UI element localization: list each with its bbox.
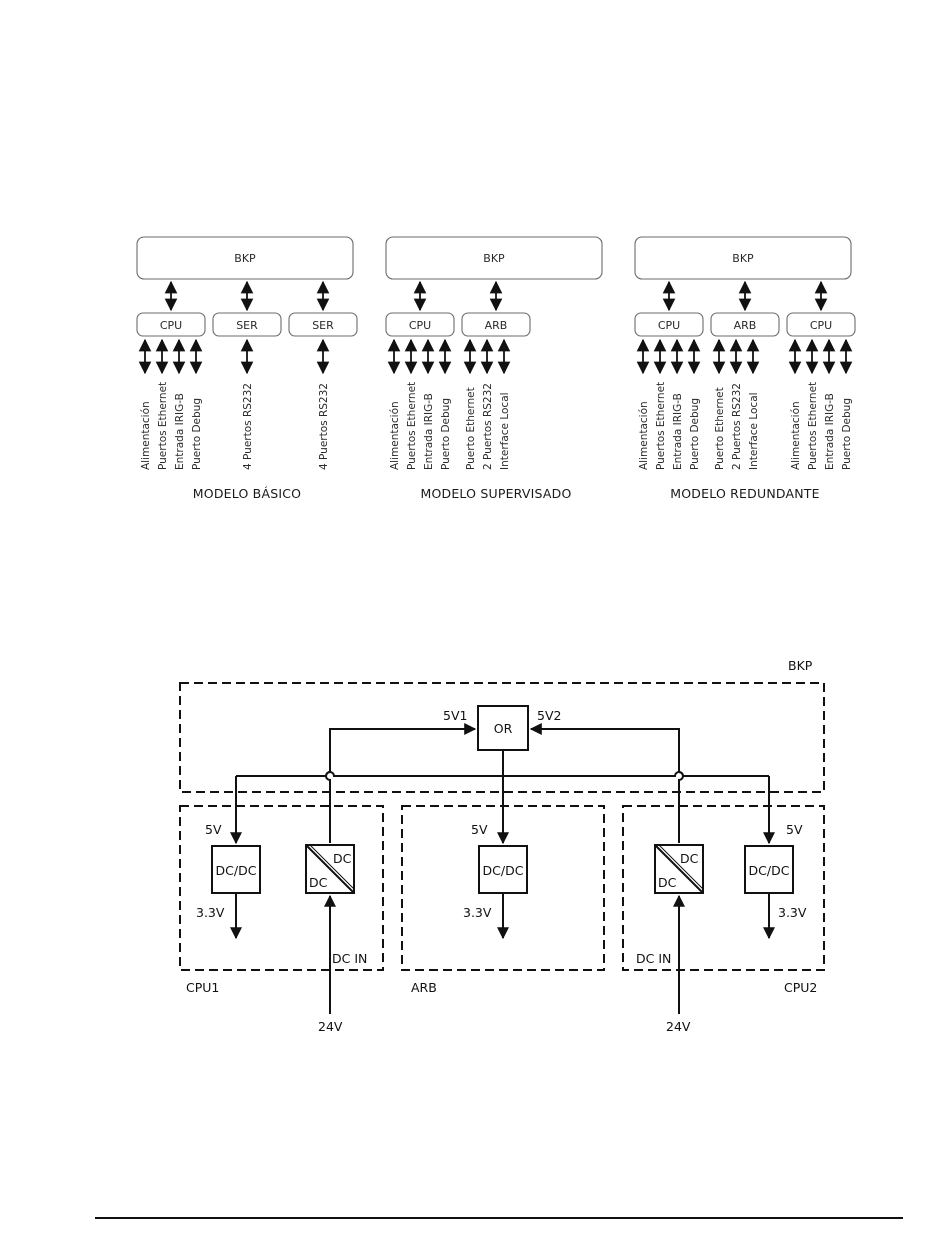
signal-label: Entrada IRIG-B	[174, 393, 186, 470]
cpu2-dcdc-converter	[744, 845, 794, 894]
module-box-ser	[288, 312, 358, 337]
module-box-cpu	[634, 312, 704, 337]
signal-label: Alimentación	[790, 401, 802, 470]
signal-label: Alimentación	[140, 401, 152, 470]
cpu2-dc-in-label: DC	[658, 875, 677, 890]
module-box-arb	[461, 312, 531, 337]
or-label: OR	[494, 721, 513, 736]
module-label: SER	[312, 319, 334, 332]
module-label: CPU	[658, 319, 680, 332]
or-box	[477, 705, 529, 751]
cpu1-dc-in-text: DC IN	[332, 951, 367, 966]
signal-label: Interface Local	[499, 392, 511, 470]
bkp-label: BKP	[732, 252, 754, 265]
5v-bus	[236, 771, 769, 777]
cpu2-dc-dc-isolated-converter: DC DC	[654, 844, 704, 894]
signal-label: Puertos Ethernet	[406, 382, 418, 470]
bkp-label: BKP	[483, 252, 505, 265]
cpu1-dc-dc-isolated-converter: DC DC	[305, 844, 355, 894]
signal-label: 2 Puertos RS232	[731, 383, 743, 470]
module-label: CPU	[160, 319, 182, 332]
signal-label: Interface Local	[748, 392, 760, 470]
model-caption: MODELO REDUNDANTE	[670, 486, 819, 501]
cpu1-label: CPU1	[186, 980, 219, 995]
signal-label: Puerto Ethernet	[714, 387, 726, 470]
cpu1-24v-label: 24V	[318, 1019, 343, 1034]
signal-label: Alimentación	[389, 401, 401, 470]
arb-dcdc-label: DC/DC	[483, 863, 524, 878]
footer-rule	[95, 1217, 903, 1219]
module-box-ser	[212, 312, 282, 337]
cpu2-dc-in-text: DC IN	[636, 951, 671, 966]
signal-label: Puerto Debug	[689, 398, 701, 470]
arb-dcdc-converter	[478, 845, 528, 894]
module-box-cpu	[385, 312, 455, 337]
bkp-box	[385, 236, 603, 280]
cpu2-dcdc-label: DC/DC	[749, 863, 790, 878]
signal-label: Puerto Debug	[440, 398, 452, 470]
signal-label: Alimentación	[638, 401, 650, 470]
5v2-label: 5V2	[537, 708, 561, 723]
model-1: BKP CPU Alimentación Puertos Ethernet Entrad…	[136, 236, 358, 501]
signal-label: Puerto Debug	[191, 398, 203, 470]
module-label: SER	[236, 319, 258, 332]
cpu1-dc-out-label: DC	[333, 851, 352, 866]
cpu2-3v3-label: 3.3V	[778, 905, 807, 920]
signal-label: 4 Puertos RS232	[242, 383, 254, 470]
model-2: BKP CPU Alimentación Puertos Ethernet Entrad…	[385, 236, 603, 501]
signal-label: 2 Puertos RS232	[482, 383, 494, 470]
arb-5v-label: 5V	[471, 822, 488, 837]
module-box-cpu	[786, 312, 856, 337]
signal-label: Puertos Ethernet	[157, 382, 169, 470]
cpu2-dc-out-label: DC	[680, 851, 699, 866]
5v2-wire	[529, 723, 684, 843]
signal-label: Entrada IRIG-B	[423, 393, 435, 470]
cpu1-3v3-label: 3.3V	[196, 905, 225, 920]
cpu2-24v-label: 24V	[666, 1019, 691, 1034]
signal-label: Entrada IRIG-B	[672, 393, 684, 470]
module-box-cpu	[136, 312, 206, 337]
cpu2-boundary	[622, 805, 825, 971]
module-label: ARB	[734, 319, 757, 332]
model-3: BKP CPU Alimentación Puertos Ethernet Entrad…	[634, 236, 856, 501]
model-caption: MODELO SUPERVISADO	[420, 486, 571, 501]
module-label: CPU	[810, 319, 832, 332]
module-label: ARB	[485, 319, 508, 332]
power-distribution-diagram: BKP CPU1 ARB CPU2 OR 5V1 5V2 5V 5V 5V DC…	[179, 658, 825, 1034]
cpu1-dcdc-label: DC/DC	[216, 863, 257, 878]
arb-label: ARB	[411, 980, 437, 995]
bkp-box	[634, 236, 852, 280]
arb-3v3-label: 3.3V	[463, 905, 492, 920]
signal-label: Puertos Ethernet	[655, 382, 667, 470]
5v1-label: 5V1	[443, 708, 467, 723]
signal-label: Puerto Debug	[841, 398, 853, 470]
cpu1-dc-in-label: DC	[309, 875, 328, 890]
cpu2-5v-label: 5V	[786, 822, 803, 837]
5v1-wire	[325, 723, 477, 843]
model-caption: MODELO BÁSICO	[193, 486, 301, 501]
bkp-boundary	[179, 682, 825, 793]
cpu1-boundary	[179, 805, 384, 971]
signal-label: 4 Puertos RS232	[318, 383, 330, 470]
architecture-models-diagram: BKP CPU Alimentación Puertos Ethernet Entrad…	[136, 236, 856, 501]
signal-label: Entrada IRIG-B	[824, 393, 836, 470]
signal-label: Puertos Ethernet	[807, 382, 819, 470]
bkp-box	[136, 236, 354, 280]
bkp-label: BKP	[234, 252, 256, 265]
bkp-label: BKP	[788, 658, 813, 673]
signal-label: Puerto Ethernet	[465, 387, 477, 470]
cpu2-label: CPU2	[784, 980, 817, 995]
module-box-arb	[710, 312, 780, 337]
module-label: CPU	[409, 319, 431, 332]
cpu1-5v-label: 5V	[205, 822, 222, 837]
